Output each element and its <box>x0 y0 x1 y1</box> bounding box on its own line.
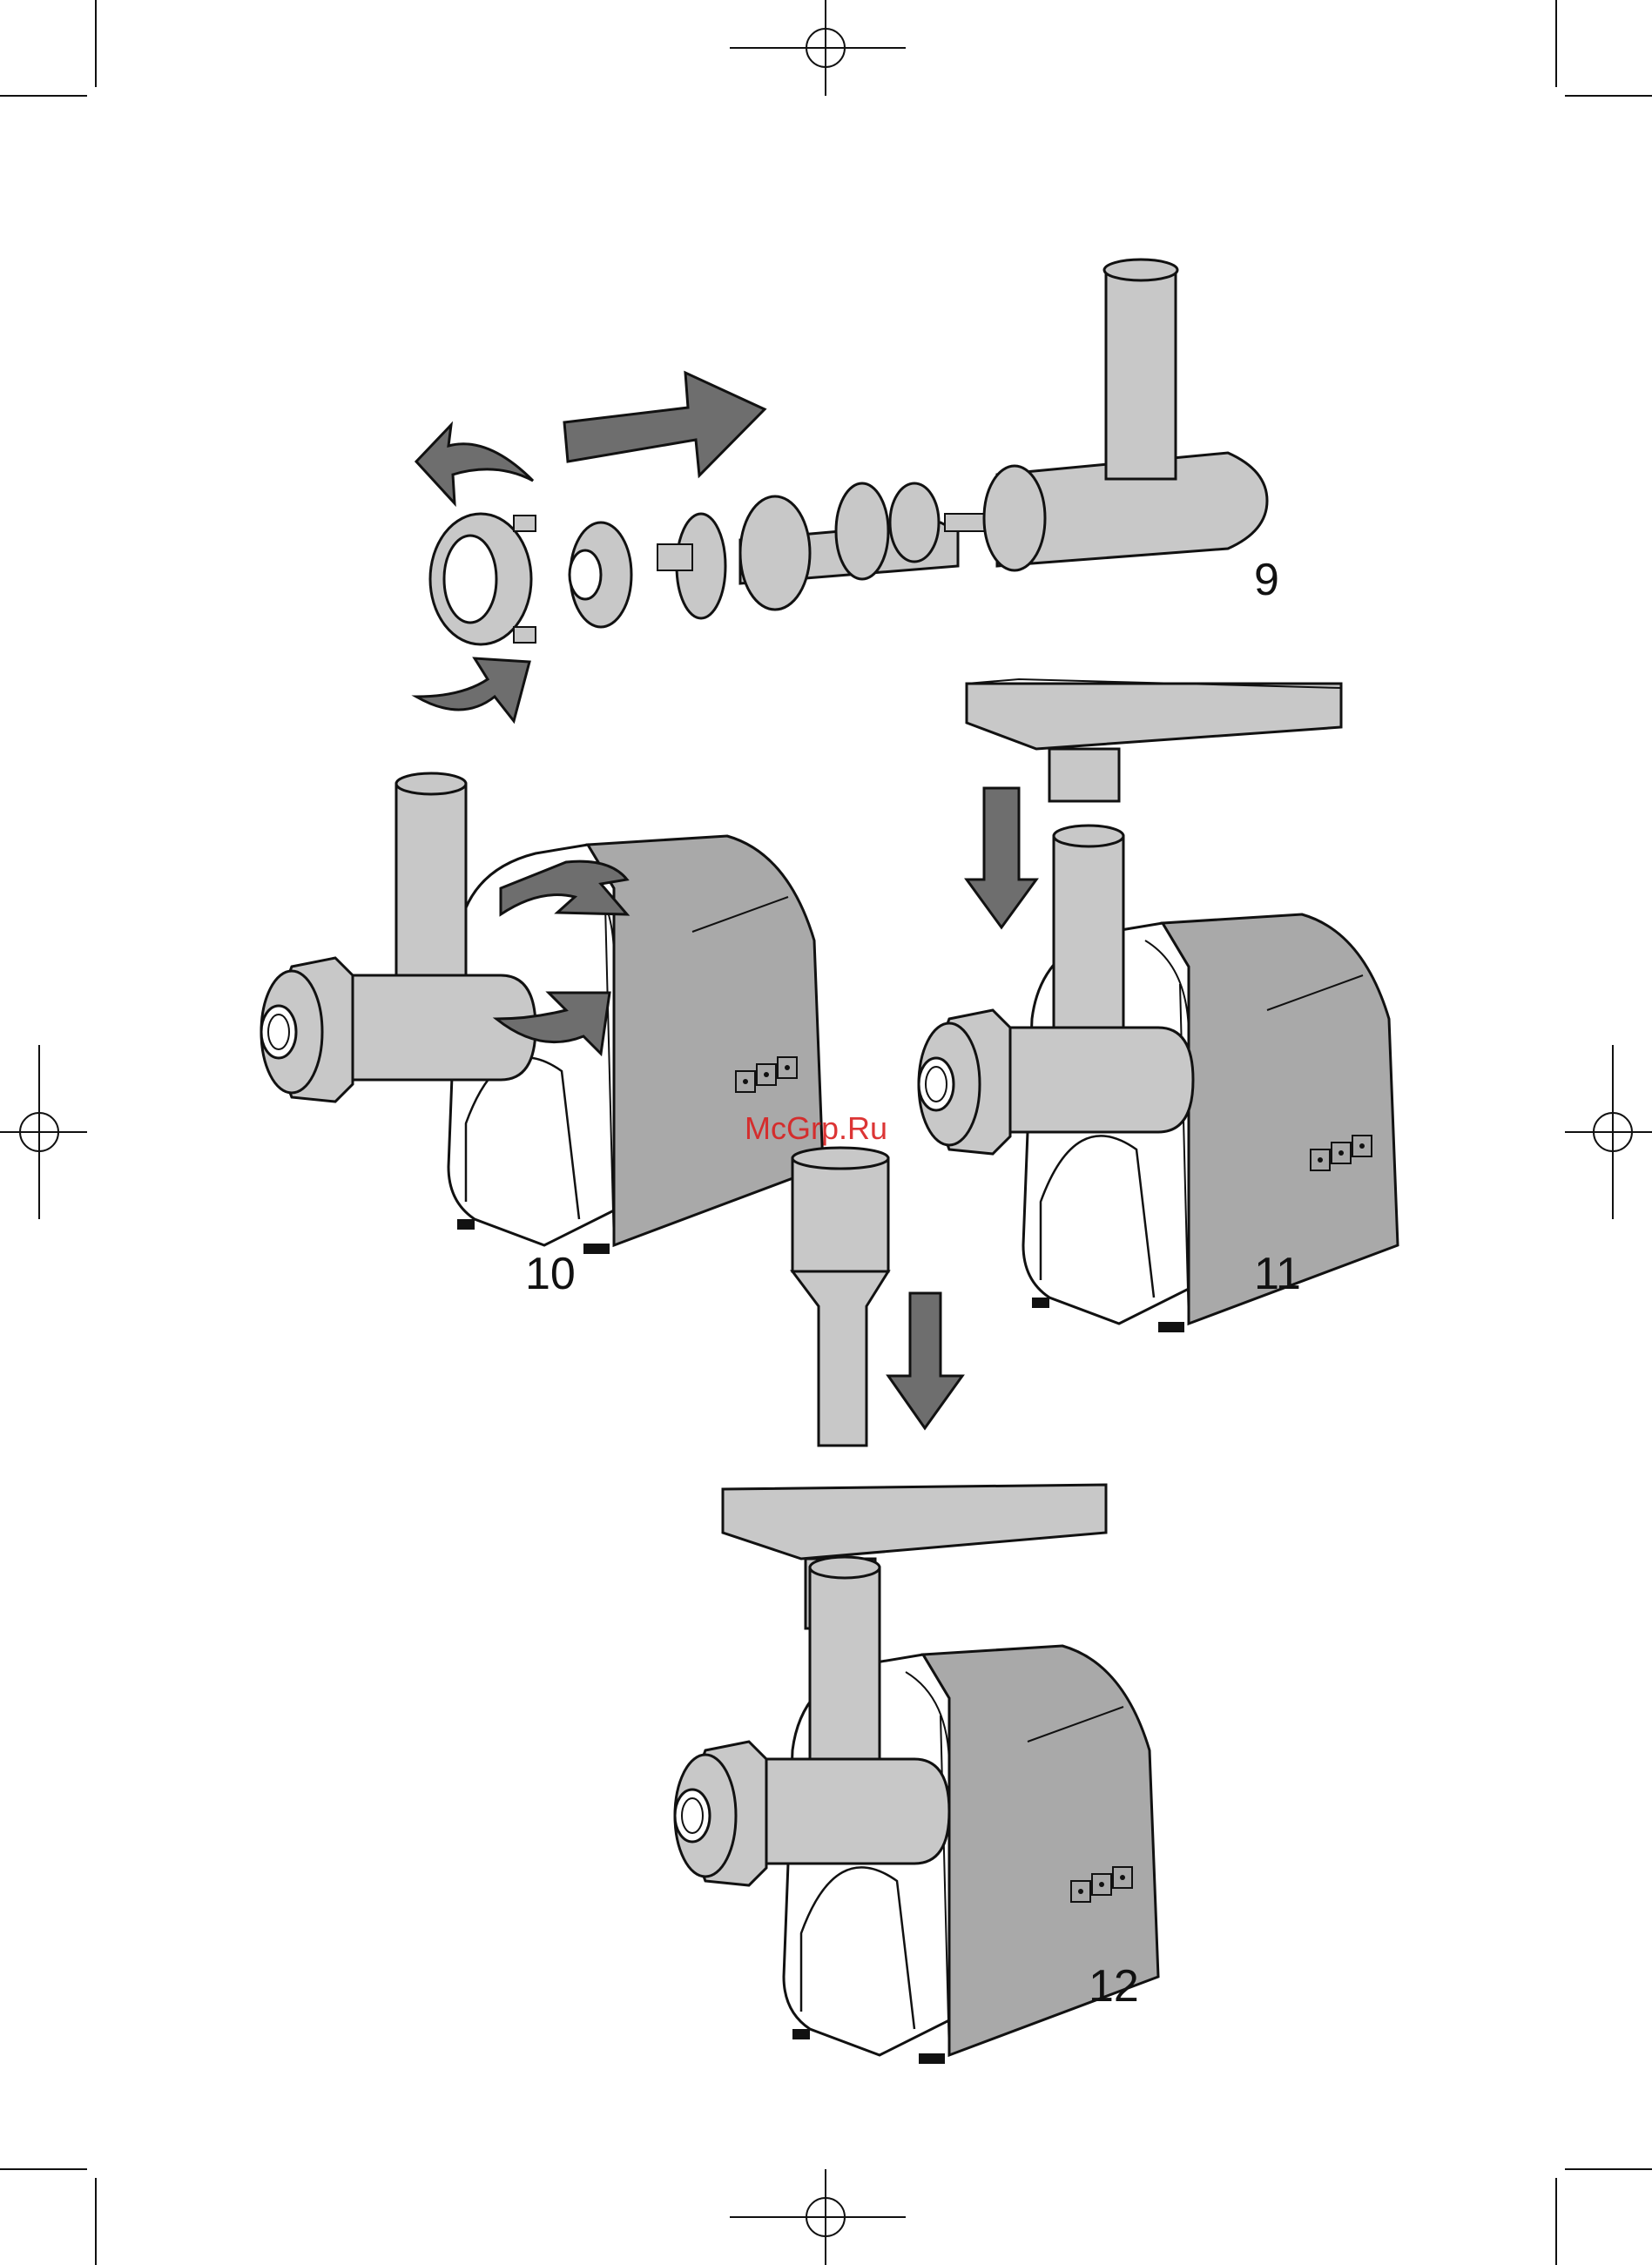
down-arrow-icon <box>967 788 1036 927</box>
step-11-illustration <box>919 679 1398 1332</box>
down-arrow-icon <box>888 1293 962 1428</box>
step-9-illustration <box>416 260 1267 721</box>
watermark: McGrp.Ru <box>745 1110 887 1147</box>
push-arrow-icon <box>564 373 765 475</box>
step-number-11: 11 <box>1254 1251 1301 1297</box>
rotate-arrow-icon <box>416 658 529 721</box>
rotate-arrow-icon <box>416 425 533 503</box>
step-number-9: 9 <box>1254 557 1279 603</box>
step-number-10: 10 <box>525 1251 576 1297</box>
step-number-12: 12 <box>1089 1964 1139 2009</box>
